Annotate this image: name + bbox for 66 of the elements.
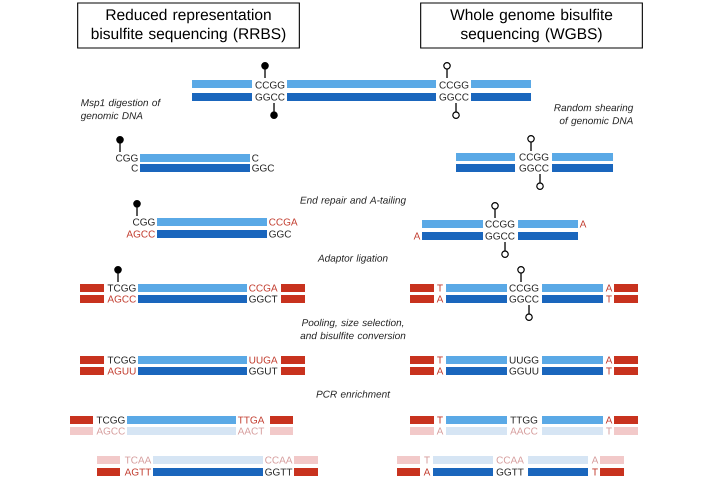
sequence-label: CGG <box>116 154 138 162</box>
sequence-label: TCAA <box>124 456 152 464</box>
sequence-label: T <box>437 416 443 424</box>
sequence-label: AGUU <box>107 367 136 375</box>
sequence-label: A <box>580 220 586 228</box>
sequence-label: CCAA <box>496 456 524 464</box>
sequence-label: AGCC <box>107 295 136 303</box>
sequence-label: C <box>132 164 138 172</box>
sequence-label: GGTT <box>496 468 524 476</box>
sequence-label: GGCC <box>440 93 469 101</box>
sequence-label: GGCT <box>249 295 278 303</box>
sequence-label: GGCC <box>510 295 539 303</box>
sequence-label: T <box>606 428 612 434</box>
sequence-label: A <box>436 368 444 374</box>
sequence-label: CCGG <box>440 81 468 89</box>
sequence-label: CCGG <box>256 81 284 89</box>
step-label: Pooling, size selection, and bisulfite conversion <box>300 318 406 340</box>
sequence-label: A <box>424 468 430 476</box>
sequence-label: CCGA <box>269 218 298 226</box>
sequence-label: T <box>424 456 430 464</box>
sequence-label: CCAA <box>265 456 292 464</box>
sequence-label: CGG <box>133 218 155 226</box>
sequence-label: AGCC <box>96 427 125 435</box>
sequence-label: GGTT <box>265 468 292 476</box>
title-box: Whole genome bisulfite sequencing (WGBS) <box>420 2 643 49</box>
sequence-label: A <box>436 428 444 434</box>
sequence-label: AACT <box>238 427 264 435</box>
sequence-label: T <box>592 468 598 476</box>
sequence-label: A <box>436 296 444 302</box>
sequence-label: GGUU <box>510 367 538 375</box>
sequence-label: C <box>252 154 259 162</box>
sequence-label: CCGG <box>510 284 538 292</box>
sequence-label: AACC <box>510 427 538 435</box>
sequence-label: A <box>606 416 612 424</box>
sequence-label: TTGA <box>238 416 264 424</box>
sequence-label: TTGG <box>510 416 538 424</box>
sequence-label: GGUT <box>249 367 278 375</box>
sequence-label: GGC <box>269 230 292 238</box>
sequence-label: UUGA <box>249 356 278 364</box>
sequence-label: A <box>606 356 612 364</box>
sequence-label: A <box>592 456 598 464</box>
sequence-label: TCGG <box>108 284 136 292</box>
sequence-label: GGCC <box>486 232 515 240</box>
sequence-label: TCGG <box>96 416 125 424</box>
sequence-label: CCGA <box>249 284 278 292</box>
sequence-label: UUGG <box>510 356 538 364</box>
sequence-label: T <box>437 356 443 364</box>
step-label: PCR enrichment <box>316 390 390 398</box>
step-label: Msp1 digestion of genomic DNA <box>80 98 162 122</box>
step-label: Adaptor ligation <box>318 254 388 264</box>
sequence-label: AGTT <box>124 468 152 476</box>
sequence-label: GGCC <box>520 164 549 172</box>
sequence-label: GGC <box>252 164 274 172</box>
step-label: Random shearing of genomic DNA <box>554 104 634 126</box>
title-box: Reduced representation bisulfite sequencing (RRBS) <box>77 2 300 49</box>
sequence-label: T <box>606 368 612 374</box>
sequence-label: T <box>437 284 443 292</box>
sequence-label: GGCC <box>256 93 285 101</box>
sequence-label: A <box>606 284 612 292</box>
sequence-label: CCGG <box>486 220 514 228</box>
step-label: End repair and A-tailing <box>300 196 406 206</box>
sequence-label: CCGG <box>520 153 548 161</box>
sequence-label: TCGG <box>108 356 136 364</box>
sequence-label: AGCC <box>126 230 155 238</box>
sequence-label: T <box>606 296 612 302</box>
sequence-label: A <box>414 232 420 240</box>
